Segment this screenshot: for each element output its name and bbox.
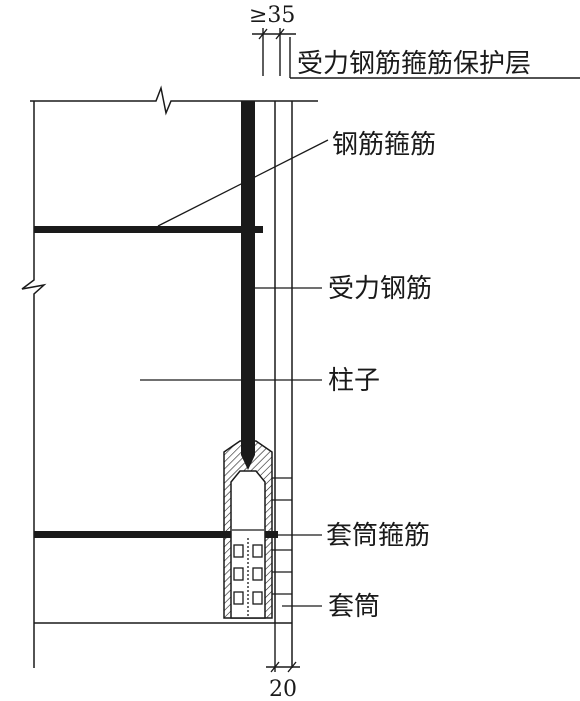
sleeve-bore [230,470,266,619]
sleeve-rib [233,591,244,605]
top-break-line [30,85,318,116]
sleeve-label: 套筒 [328,592,380,622]
stirrup-leader [157,139,329,227]
cover-label: 受力钢筋箍筋保护层 [297,49,531,79]
stirrup-label: 钢筋箍筋 [332,130,436,160]
coupling-sleeve [223,440,292,619]
column-label: 柱子 [328,366,380,396]
bottom-dim-tick [270,661,280,673]
rebar-stirrup-bar [34,226,263,233]
sleeve-stirrup-bar [34,531,278,538]
cover-dimension-text: ≥35 [249,3,295,28]
rebar-tip [241,441,255,470]
sleeve-rib [233,567,244,581]
sleeve-rib [233,544,244,558]
sleeve-stirrup-label: 套筒箍筋 [326,521,430,551]
column-left-edge [21,101,47,668]
cover-dim-tick [275,28,285,40]
bottom-dim-tick [287,661,297,673]
main-rebar [241,101,255,441]
sleeve-rib [252,544,263,558]
main-rebar-label: 受力钢筋 [328,274,432,304]
sleeve-rib [252,591,263,605]
bottom-dimension-text: 20 [269,677,297,701]
sleeve-rib [252,567,263,581]
cover-dim-tick [258,28,268,40]
